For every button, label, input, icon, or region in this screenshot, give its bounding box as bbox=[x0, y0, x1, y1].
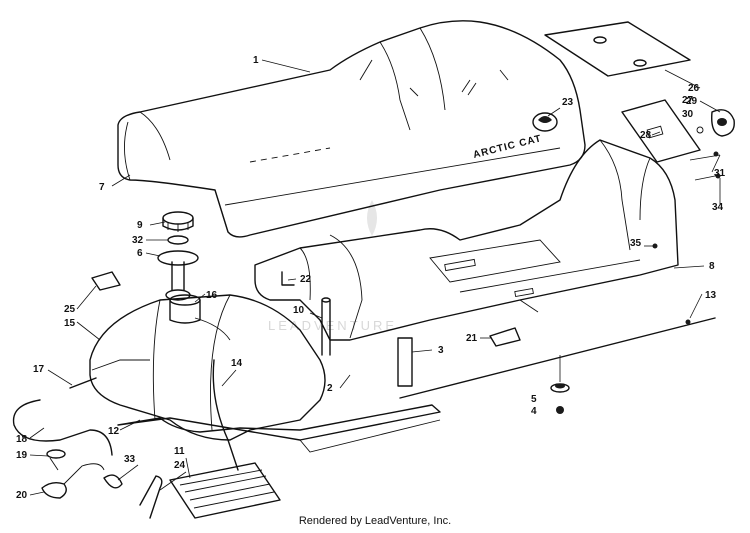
callout-5: 5 bbox=[531, 394, 537, 405]
callout-15: 15 bbox=[64, 318, 76, 329]
leader-lines bbox=[29, 59, 721, 496]
floor-mat bbox=[169, 462, 281, 519]
clip-21 bbox=[489, 327, 521, 347]
latch-hardware bbox=[689, 109, 735, 181]
callout-14: 14 bbox=[231, 358, 243, 369]
fuel-lines bbox=[12, 359, 239, 499]
callout-4: 4 bbox=[531, 406, 537, 417]
callout-11: 11 bbox=[174, 446, 185, 457]
seat-assembly: ARCTIC CAT bbox=[117, 20, 586, 238]
fuel-cap-assembly bbox=[157, 211, 199, 301]
callout-8: 8 bbox=[709, 261, 715, 272]
callout-2: 2 bbox=[327, 383, 333, 394]
mount-plate bbox=[621, 99, 701, 163]
callout-9: 9 bbox=[137, 220, 143, 231]
callout-24: 24 bbox=[174, 460, 186, 471]
callout-7: 7 bbox=[99, 182, 105, 193]
callout-10: 10 bbox=[293, 305, 305, 316]
callout-13: 13 bbox=[705, 290, 717, 301]
callout-12: 12 bbox=[108, 426, 120, 437]
callout-6: 6 bbox=[137, 248, 143, 259]
callout-1: 1 bbox=[253, 55, 259, 66]
callout-26: 26 bbox=[688, 83, 700, 94]
footer-credit: Rendered by LeadVenture, Inc. bbox=[298, 515, 452, 527]
clip-22 bbox=[281, 271, 295, 286]
callout-31: 31 bbox=[714, 168, 726, 179]
rods bbox=[321, 297, 716, 399]
callout-34: 34 bbox=[712, 202, 724, 213]
callout-20: 20 bbox=[16, 490, 28, 501]
tank-base-pan bbox=[117, 404, 441, 453]
watermark-text: LEADVENTURE bbox=[268, 318, 397, 333]
callout-25: 25 bbox=[64, 304, 76, 315]
callout-35: 35 bbox=[630, 238, 642, 249]
fuel-tank bbox=[89, 294, 326, 441]
callout-33: 33 bbox=[124, 454, 136, 465]
callout-17: 17 bbox=[33, 364, 45, 375]
decal bbox=[91, 271, 121, 291]
clip-3 bbox=[397, 337, 413, 387]
callout-16: 16 bbox=[206, 290, 218, 301]
callout-28: 28 bbox=[640, 130, 652, 141]
callout-21: 21 bbox=[466, 333, 478, 344]
callout-3: 3 bbox=[438, 345, 444, 356]
chassis-tunnel bbox=[254, 139, 679, 341]
callout-32: 32 bbox=[132, 235, 144, 246]
lever bbox=[139, 475, 163, 519]
callout-18: 18 bbox=[16, 434, 28, 445]
callout-labels: 1 2 3 4 5 6 7 8 9 10 11 12 13 14 15 16 1… bbox=[16, 55, 726, 501]
callout-30: 30 bbox=[682, 109, 694, 120]
callout-29: 29 bbox=[686, 96, 698, 107]
fastener bbox=[550, 355, 570, 414]
callout-27: 27 bbox=[682, 95, 694, 106]
callout-19: 19 bbox=[16, 450, 28, 461]
seat-pad bbox=[544, 21, 691, 77]
callout-23: 23 bbox=[562, 97, 574, 108]
callout-22: 22 bbox=[300, 274, 312, 285]
watermark: LEADVENTURE bbox=[268, 200, 397, 333]
